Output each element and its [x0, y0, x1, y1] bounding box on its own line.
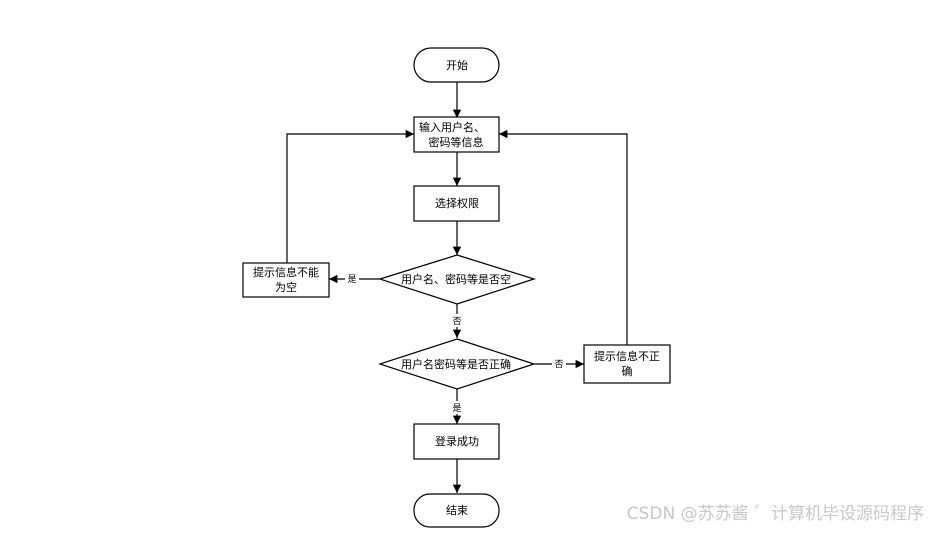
- end-node: 结束: [413, 493, 500, 528]
- edge-label-empty-yes: 是: [347, 274, 356, 285]
- edge-empty-tip-back-to-input: [286, 129, 414, 264]
- input-label-line2: 密码等信息: [429, 135, 484, 149]
- select-role-label: 选择权限: [435, 196, 479, 210]
- empty-tip-line2: 为空: [275, 280, 297, 294]
- start-label: 开始: [446, 58, 468, 72]
- check-empty-label: 用户名、密码等是否空: [401, 272, 511, 286]
- csdn-watermark: CSDN @苏苏酱 ゛计算机毕设源码程序: [627, 504, 924, 524]
- edge-label-correct-yes: 是: [452, 403, 461, 414]
- select-role-node: 选择权限: [413, 185, 500, 222]
- empty-tip-line1: 提示信息不能: [253, 265, 319, 279]
- end-label: 结束: [446, 504, 468, 517]
- wrong-tip-line1: 提示信息不正: [594, 349, 660, 363]
- input-credentials-node: 输入用户名、 密码等信息: [413, 116, 500, 153]
- login-success-node: 登录成功: [413, 423, 500, 460]
- edge-label-correct-no: 否: [554, 359, 563, 370]
- login-success-label: 登录成功: [435, 434, 479, 448]
- check-empty-decision: 用户名、密码等是否空: [378, 254, 536, 305]
- input-label-line1: 输入用户名、: [419, 120, 485, 134]
- start-node: 开始: [413, 47, 500, 83]
- empty-tip-node: 提示信息不能 为空: [242, 262, 330, 298]
- wrong-tip-line2: 确: [622, 365, 633, 378]
- edge-label-empty-no: 否: [452, 316, 461, 327]
- check-correct-label: 用户名密码等是否正确: [401, 357, 511, 371]
- check-correct-decision: 用户名密码等是否正确: [378, 338, 536, 390]
- wrong-tip-node: 提示信息不正 确: [583, 344, 671, 384]
- edge-wrong-tip-back-to-input: [499, 129, 628, 345]
